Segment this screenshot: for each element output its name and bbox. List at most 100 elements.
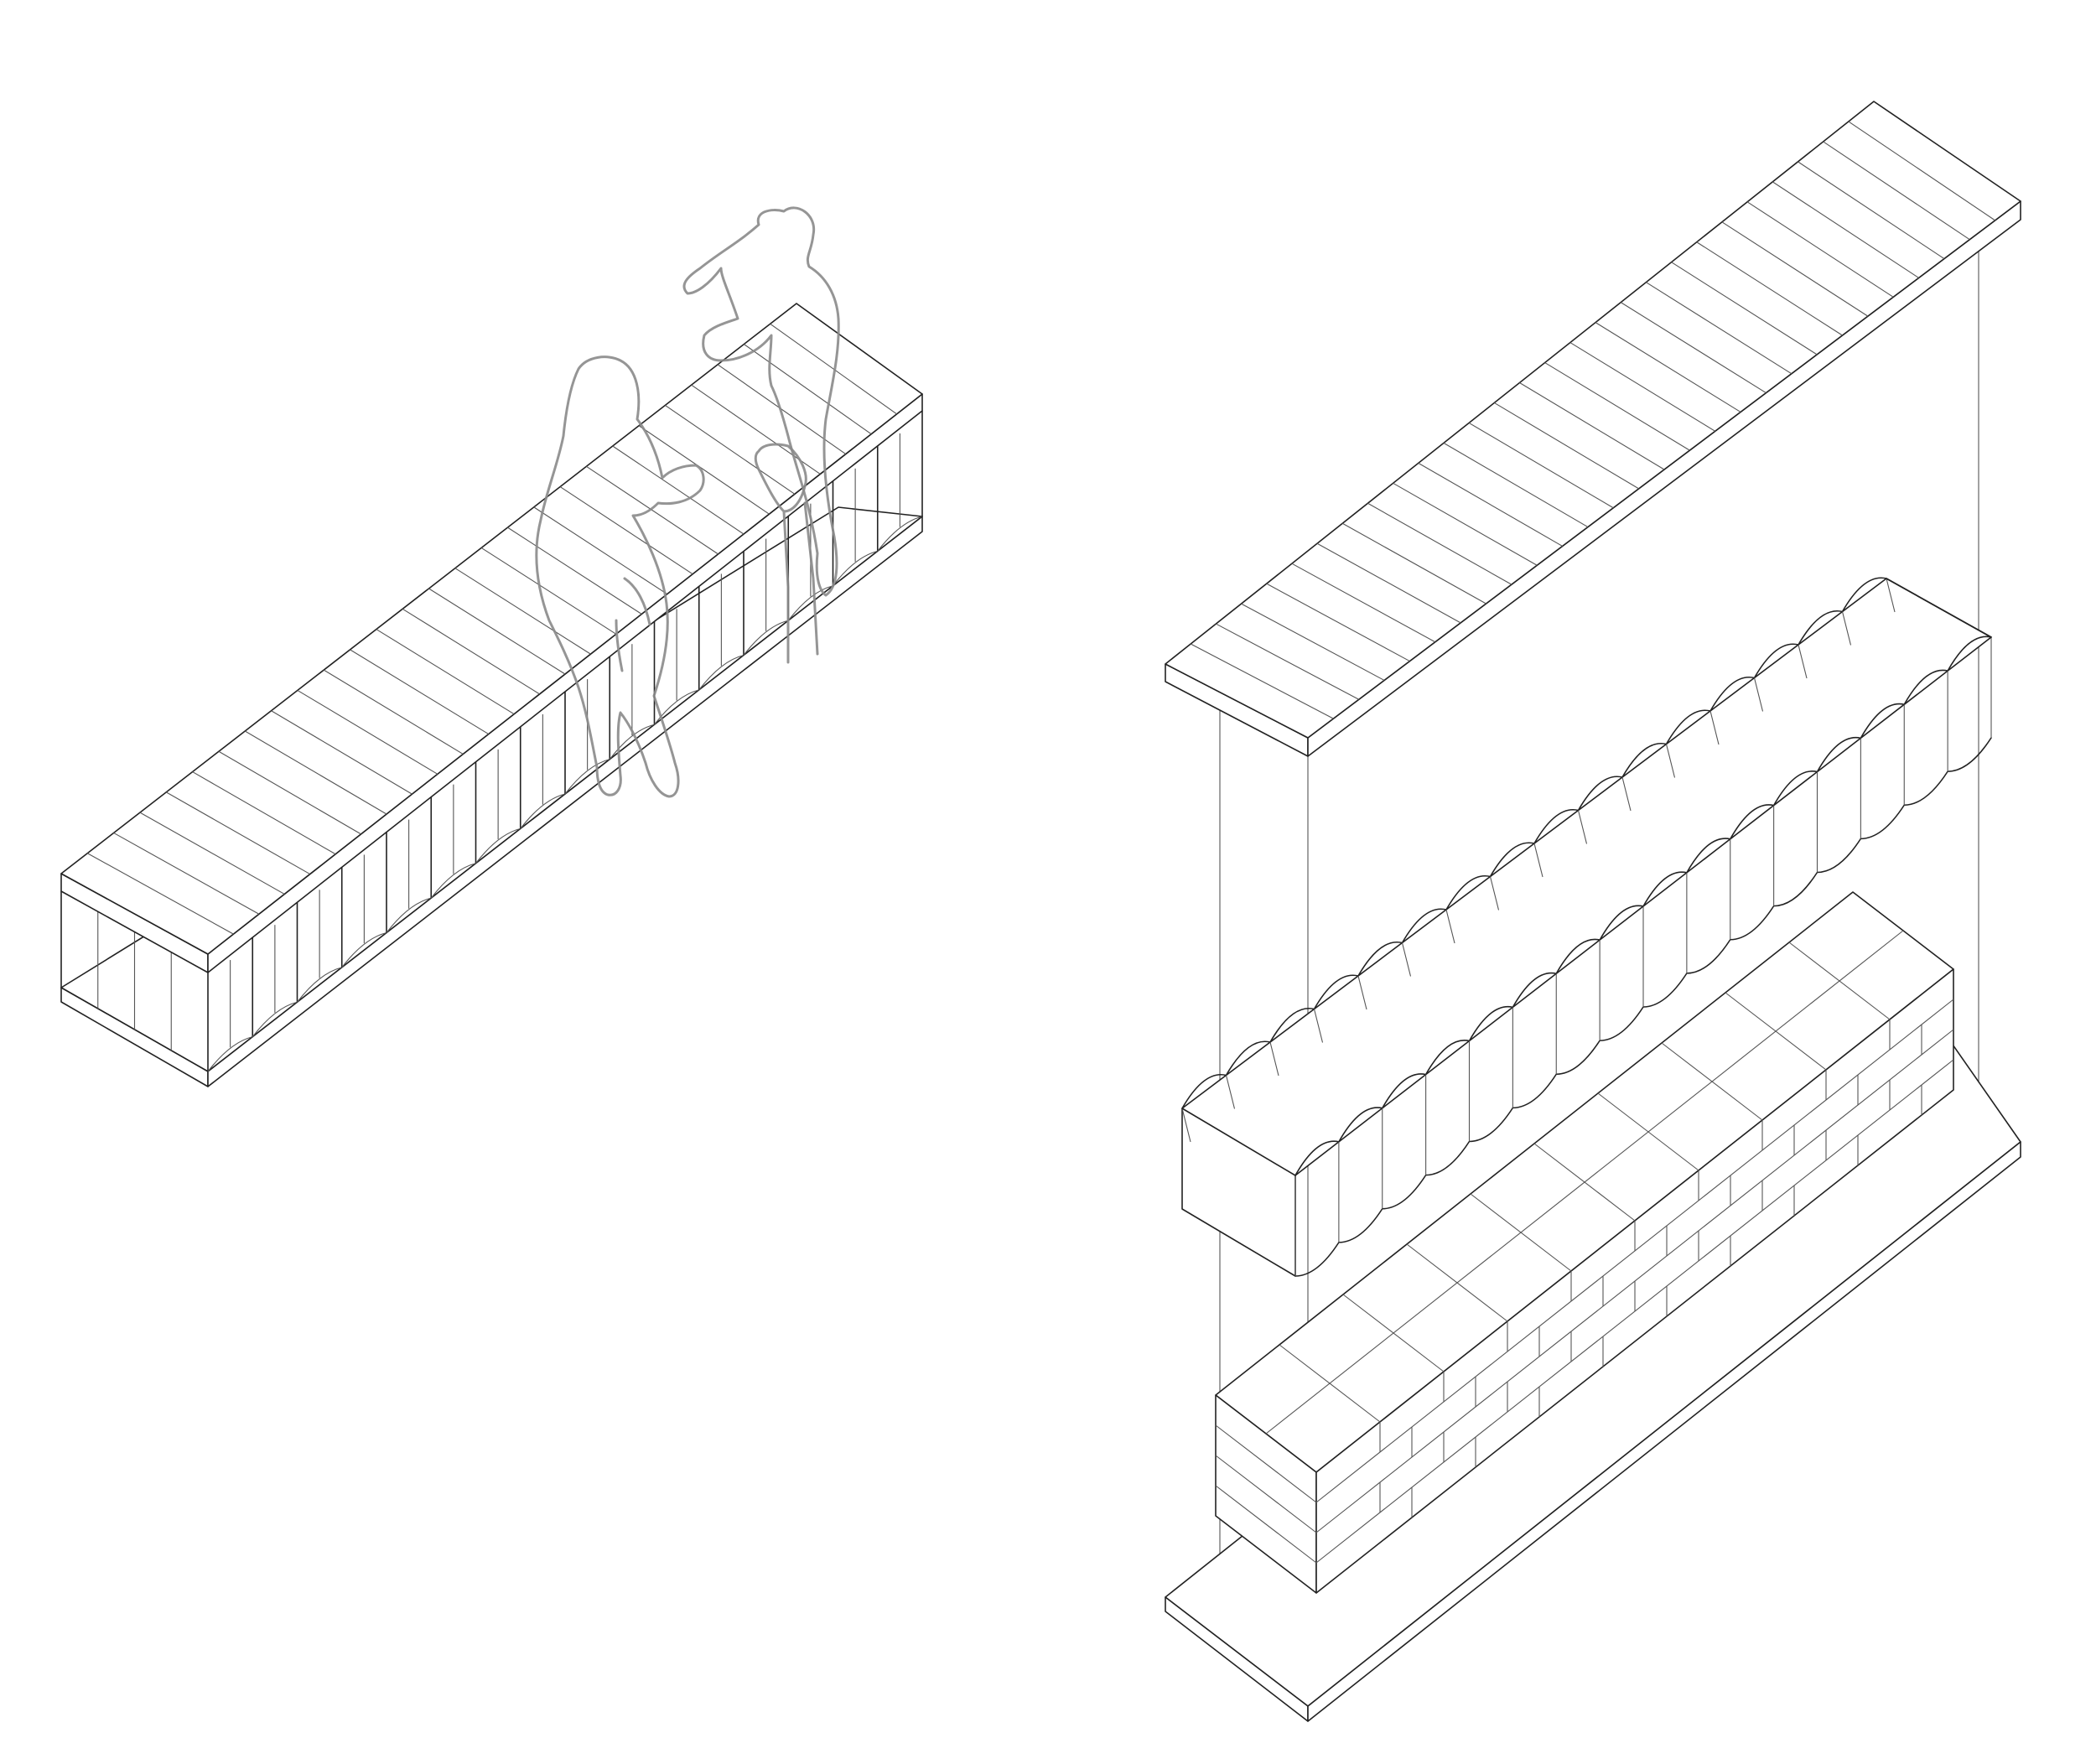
flute-inner-edge	[1841, 611, 1852, 646]
top-slat-seam	[139, 812, 285, 895]
block-course-joint	[1215, 1455, 1317, 1533]
top-slat-seam	[1848, 121, 1995, 221]
assembled-base-plate	[60, 506, 923, 1087]
top-slat-seam	[1494, 402, 1639, 490]
top-slat-seam	[297, 689, 438, 775]
top-slat-seam	[744, 344, 872, 435]
flute-inner-edge	[1621, 776, 1632, 812]
top-slat-seam	[166, 791, 310, 875]
block-top-joint	[1533, 1143, 1636, 1222]
top-slat-seam	[480, 547, 617, 635]
assembled-top-slab	[60, 303, 923, 973]
top-slat-seam	[1569, 342, 1716, 432]
top-slat-seam	[1721, 221, 1869, 317]
top-slat-seam	[1544, 362, 1690, 451]
shell-end-edge	[1886, 578, 1992, 638]
flute-inner-edge	[1401, 942, 1412, 977]
flute-inner-edge	[1445, 909, 1455, 944]
stacked-blocks	[1215, 891, 1954, 1594]
flute-inner-edge	[1577, 810, 1588, 844]
fin-curve	[386, 897, 432, 933]
top-slat-seam	[1316, 542, 1461, 624]
fin-curve	[564, 759, 610, 795]
top-slat-seam	[402, 608, 540, 695]
top-slat-seam	[454, 568, 591, 655]
flute-inner-edge	[1798, 644, 1808, 679]
fin-curve	[609, 724, 655, 760]
top-slat-seam	[323, 669, 464, 755]
block-course-joint	[1215, 1424, 1317, 1503]
top-slat-seam	[376, 629, 515, 715]
top-slat-seam	[87, 853, 234, 935]
top-slat-seam	[192, 771, 336, 855]
top-slat-seam	[559, 486, 693, 575]
top-slat-seam	[218, 750, 361, 835]
flute-inner-edge	[1709, 710, 1720, 745]
assembled-top-slats	[87, 323, 897, 935]
top-slat-seam	[1367, 502, 1512, 585]
fin-curve	[520, 793, 566, 829]
exploded-top-slab	[1165, 101, 2021, 757]
top-slat-seam	[113, 832, 260, 915]
block-top-joint	[1597, 1092, 1699, 1171]
top-slat-seam	[1341, 522, 1486, 604]
block-top-joint	[1342, 1294, 1445, 1372]
shell-end-edge	[1181, 1108, 1296, 1176]
exploded-base-plinth	[1165, 891, 2021, 1722]
top-slat-seam	[1772, 181, 1919, 278]
block-top-joint	[1725, 992, 1827, 1071]
people-silhouettes	[535, 206, 840, 798]
flute-inner-edge	[1357, 975, 1367, 1010]
chair-figure	[754, 443, 819, 664]
fin-curve	[430, 863, 476, 899]
top-slat-seam	[612, 445, 744, 535]
top-slat-seam	[1671, 262, 1818, 355]
top-slat-seam	[533, 506, 668, 595]
top-slat-seam	[428, 588, 566, 675]
flute-inner-edge	[1665, 744, 1676, 778]
top-slat-seam	[1418, 462, 1563, 547]
flute-inner-edge	[1533, 843, 1543, 878]
flute-inner-edge	[1489, 876, 1500, 911]
fin-curve	[475, 828, 521, 864]
fin-curve	[833, 550, 878, 587]
flute-inner-edge	[1181, 1108, 1191, 1143]
top-slat-seam	[1519, 382, 1665, 470]
seated-woman-figure	[535, 355, 705, 798]
fin-curve	[698, 654, 744, 691]
top-slat-seam	[1696, 241, 1843, 336]
flute-inner-edge	[1753, 677, 1764, 712]
top-slat-seam	[1216, 623, 1359, 700]
top-slat-seam	[1443, 442, 1589, 528]
fin-curve	[341, 931, 387, 968]
block-top-joint	[1661, 1042, 1763, 1121]
top-slat-seam	[350, 649, 490, 735]
assembled-fluted-body	[60, 410, 923, 1072]
top-slat-seam	[665, 404, 796, 495]
exploded-fluted-shell	[1181, 577, 1992, 1277]
exploded-bench	[1165, 101, 2021, 1722]
top-slat-seam	[271, 710, 412, 795]
standing-man-figure	[682, 206, 840, 597]
fin-curve	[252, 1001, 298, 1037]
top-slat-seam	[1468, 422, 1614, 509]
exploded-top-slats	[1190, 121, 1995, 719]
fin-curve	[787, 585, 833, 621]
top-slat-seam	[1823, 141, 1970, 241]
top-slat-seam	[1393, 482, 1538, 566]
assembled-bench	[60, 206, 923, 1087]
top-slat-seam	[1746, 201, 1894, 298]
top-slat-seam	[1798, 161, 1945, 260]
fin-curve	[743, 620, 789, 656]
top-slat-seam	[1241, 603, 1385, 681]
top-slat-seam	[586, 465, 719, 555]
top-slat-seam	[1291, 563, 1436, 643]
top-slat-seam	[244, 730, 387, 815]
block-top-joint	[1470, 1193, 1572, 1272]
top-slat-seam	[1620, 302, 1767, 394]
fin-curve	[207, 1036, 253, 1072]
flute-inner-edge	[1225, 1075, 1236, 1109]
top-slat-seam	[507, 527, 642, 615]
